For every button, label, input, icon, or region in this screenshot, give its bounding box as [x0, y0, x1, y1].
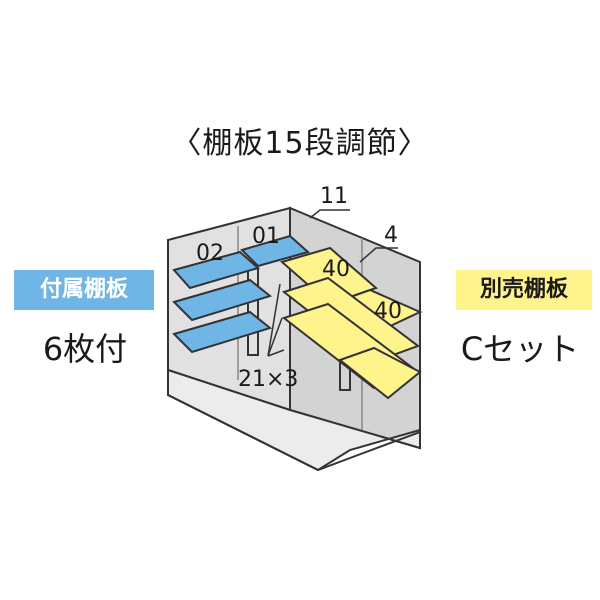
callout-label-21x3: 21×3 — [238, 367, 298, 392]
shelf-blue — [172, 310, 273, 354]
shelf-blue — [172, 250, 261, 290]
callout-lines — [267, 209, 398, 357]
page-title: 〈棚板15段調節〉 — [171, 126, 429, 161]
callout-label-4: 4 — [384, 223, 398, 248]
shelf-yellow — [337, 346, 422, 400]
front-edge — [167, 240, 421, 472]
shelf-label-40-right: 40 — [374, 299, 402, 324]
shelf-label-02: 02 — [196, 241, 224, 266]
included-shelves-badge: 付属棚板 — [14, 270, 154, 310]
callout-label-11: 11 — [320, 184, 348, 209]
shelf-blue — [172, 278, 273, 322]
sold-separately-set: Cセット — [460, 330, 580, 368]
shelf-label-40-top: 40 — [322, 257, 350, 282]
included-shelves-count: 6枚付 — [42, 330, 128, 368]
included-shelves — [172, 234, 311, 354]
shelf-blue — [240, 234, 311, 268]
shelf-label-01: 01 — [252, 224, 280, 249]
sold-separately-badge: 別売棚板 — [456, 270, 592, 310]
sold-separately-shelves — [279, 246, 423, 400]
